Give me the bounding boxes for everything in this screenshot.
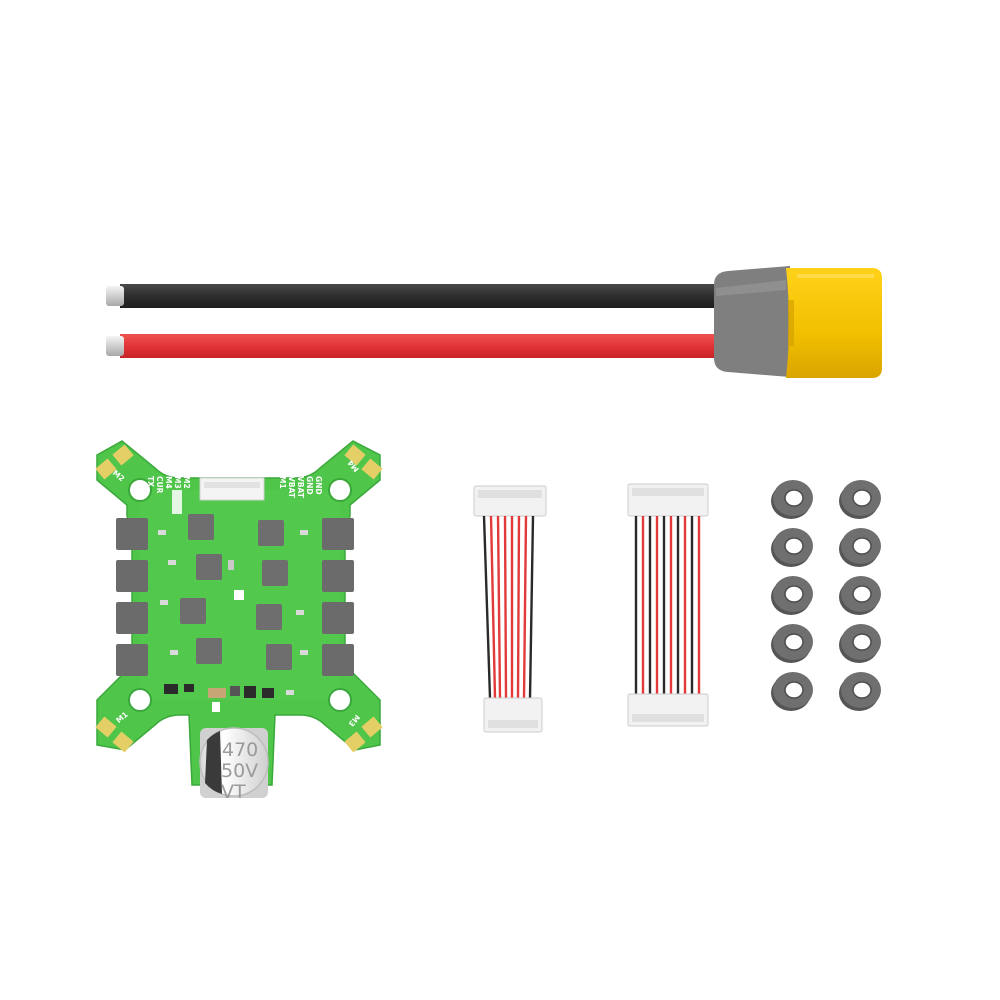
xt-connector-yellow-body [786,268,882,378]
signal-cable-long [627,483,709,727]
pad-label-cur: CUR [155,476,164,494]
power-lead [106,266,882,378]
pad-label-gnd-2: GND [305,476,314,495]
black-wire [106,284,720,308]
capacitor-label-capacitance: 470 [222,739,258,761]
red-wire [106,334,720,358]
signal-cable-short-wires [482,515,535,699]
mosfets [116,518,354,676]
rubber-washers [771,480,881,711]
board-connector [199,477,265,501]
pad-label-gnd-1: GND [314,476,323,495]
corner-pads [95,444,383,753]
signal-cable-short-bottom-plug [483,697,543,733]
pad-label-tx: TX [146,476,155,487]
pad-label-m1: M1 [278,476,287,489]
pad-labels: GND GND VBAT VBAT M1 M2 M3 M4 CUR TX [146,476,323,499]
signal-cable-short [473,485,547,733]
washer [839,576,881,615]
pad-label-m2: M2 [182,476,191,489]
mounting-holes [128,478,352,712]
driver-chips [180,514,292,670]
electrolytic-capacitor: 470 50V VT [199,727,269,803]
pad-label-vbat-2: VBAT [287,476,296,499]
washer [839,672,881,711]
xt-connector [714,266,882,378]
capacitor-label-series: VT [221,781,246,803]
washer [771,624,813,663]
black-wire-tinned-tip [106,286,124,306]
washer [771,528,813,567]
washer [839,528,881,567]
signal-cable-long-top-plug [627,483,709,517]
signal-cable-long-wires [634,516,701,694]
esc-board: M2 M4 M1 M3 GND GND VBAT VBAT M1 M2 M3 M… [95,440,383,803]
washer [839,624,881,663]
red-wire-tinned-tip [106,336,124,356]
signal-cable-long-bottom-plug [627,693,709,727]
washer [839,480,881,519]
signal-cable-short-top-plug [473,485,547,517]
washer [771,576,813,615]
pad-label-m4: M4 [164,476,173,489]
passive-components [158,530,308,712]
washer [771,672,813,711]
capacitor-label-voltage: 50V [221,760,258,782]
washer [771,480,813,519]
pad-label-vbat-1: VBAT [296,476,305,499]
pad-label-m3: M3 [173,476,182,489]
